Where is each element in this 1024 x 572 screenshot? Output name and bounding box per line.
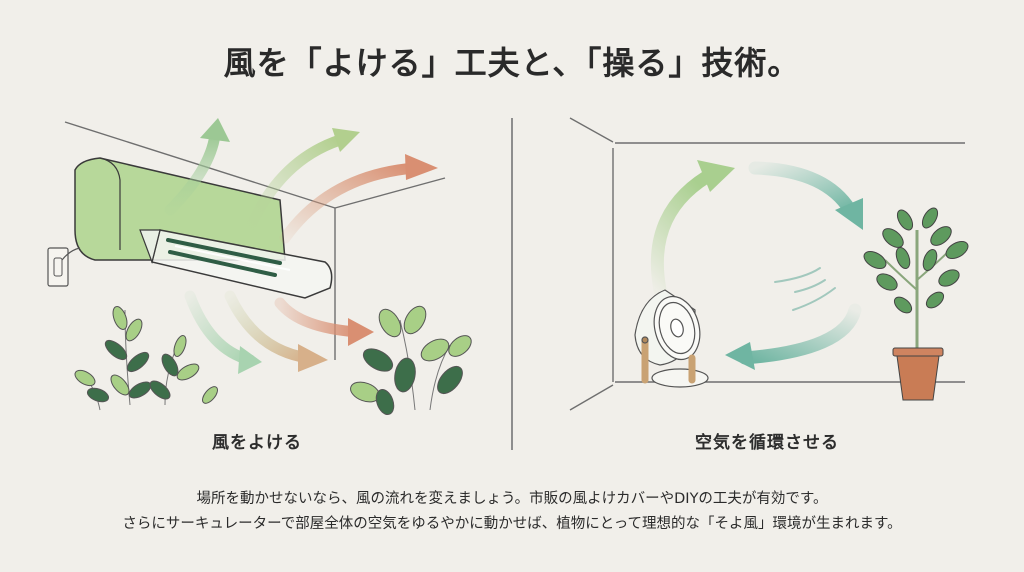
circulator-fan bbox=[634, 289, 709, 388]
left-plants bbox=[74, 306, 218, 411]
panel-circulate-air bbox=[545, 110, 985, 450]
description-line-2: さらにサーキュレーターで部屋全体の空気をゆるやかに動かせば、植物にとって理想的な… bbox=[122, 516, 902, 532]
potted-plant bbox=[863, 207, 969, 401]
description-line-1: 場所を動かせないなら、風の流れを変えましょう。市販の風よけカバーやDIYの工夫が… bbox=[196, 491, 828, 507]
air-conditioner-illustration bbox=[47, 118, 472, 416]
caption-circulate-air: 空気を循環させる bbox=[695, 433, 839, 453]
panel-divider bbox=[511, 118, 513, 450]
description-text: 場所を動かせないなら、風の流れを変えましょう。市販の風よけカバーやDIYの工夫が… bbox=[0, 487, 1024, 537]
right-plants bbox=[350, 305, 472, 416]
caption-avoid-wind: 風をよける bbox=[212, 433, 302, 453]
page-title: 風を「よける」工夫と、「操る」技術。 bbox=[223, 44, 801, 82]
panel-avoid-wind bbox=[40, 110, 480, 450]
circulator-illustration bbox=[569, 117, 969, 411]
